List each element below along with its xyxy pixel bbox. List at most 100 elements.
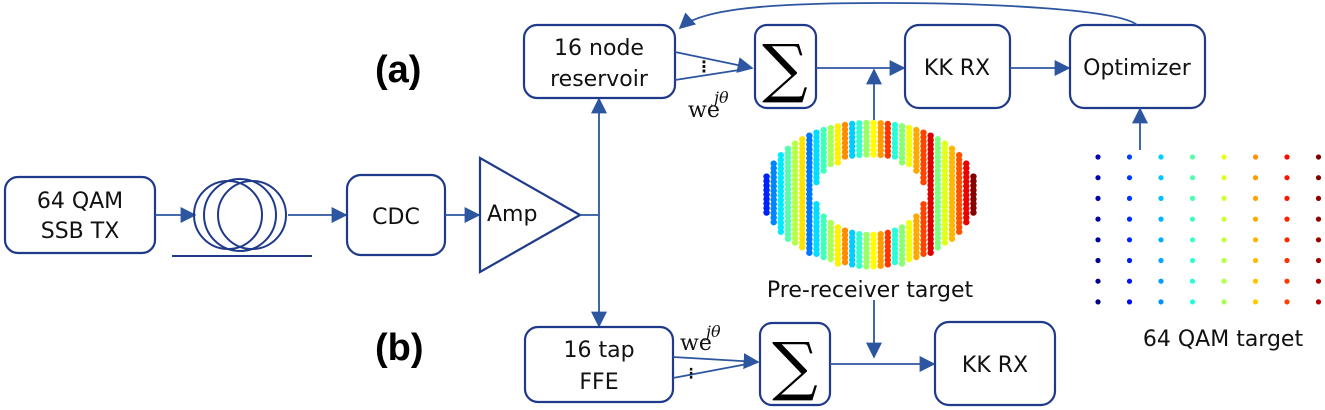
ring-point: [948, 150, 956, 157]
ring-point: [920, 214, 927, 221]
ring-point: [913, 149, 920, 156]
ring-point: [799, 172, 806, 179]
ring-point: [920, 219, 927, 226]
ring-point: [820, 253, 827, 261]
ring-point: [891, 135, 899, 142]
ring-point: [934, 172, 941, 179]
ring-point: [856, 235, 863, 242]
ring-point: [898, 141, 906, 148]
ring-point: [791, 140, 799, 147]
ring-point: [898, 228, 906, 236]
ring-point: [913, 213, 920, 220]
ring-point: [948, 186, 956, 193]
ring-point: [784, 235, 792, 242]
ring-point: [806, 249, 813, 256]
ring-point: [806, 159, 813, 166]
ring-point: [863, 128, 870, 136]
ring-point: [820, 140, 827, 147]
ring-point: [856, 253, 863, 260]
ring-point: [863, 124, 870, 131]
ring-point: [884, 252, 892, 259]
ring-point: [934, 230, 941, 237]
svg-text:jθ: jθ: [711, 88, 729, 107]
ring-point: [813, 205, 820, 212]
ring-point: [906, 224, 913, 231]
ring-point: [848, 247, 856, 255]
ring-point: [913, 249, 920, 256]
ring-point: [856, 262, 863, 269]
qam-point: [1252, 195, 1259, 201]
ring-point: [784, 163, 792, 170]
qam-point: [1315, 175, 1322, 181]
ring-point: [813, 214, 820, 221]
ring-point: [834, 246, 842, 254]
ring-point: [799, 194, 806, 201]
ring-point: [763, 177, 770, 185]
ring-point: [963, 205, 970, 212]
ring-point: [791, 180, 799, 188]
ring-point: [920, 201, 927, 208]
ring-point: [948, 208, 956, 215]
ring-point: [934, 199, 941, 206]
ring-point: [863, 263, 870, 270]
ring-point: [941, 189, 949, 197]
qam-point: [1284, 216, 1290, 222]
ring-point: [934, 203, 941, 210]
ring-point: [906, 237, 913, 245]
ring-point: [898, 255, 906, 263]
ring-point: [848, 234, 856, 241]
ring-point: [799, 181, 806, 188]
ring-point: [913, 140, 920, 147]
ring-point: [898, 237, 906, 245]
kk-receiver-block-a: KK RX: [903, 23, 1012, 110]
ring-point: [784, 145, 792, 152]
ring-point: [927, 235, 934, 243]
ring-point: [820, 126, 827, 134]
ring-point: [841, 227, 849, 234]
qam-point: [1095, 237, 1101, 243]
ring-point: [827, 138, 834, 145]
ring-point: [770, 173, 777, 181]
ring-point: [827, 124, 834, 132]
ring-point: [799, 212, 806, 219]
ring-point: [820, 235, 827, 243]
ring-point: [913, 135, 920, 143]
ring-point: [834, 233, 842, 240]
ring-point: [970, 191, 977, 198]
ring-point: [784, 172, 792, 179]
ring-point: [848, 261, 856, 268]
kk-receiver-block-b: KK RX: [933, 320, 1057, 407]
ring-point: [777, 197, 785, 204]
qam-point: [1158, 154, 1164, 160]
ring-point: [784, 190, 792, 197]
svg-text:we: we: [688, 98, 720, 123]
ring-point: [898, 251, 906, 258]
ring-point: [799, 163, 806, 170]
ring-point: [934, 190, 941, 197]
ring-point: [863, 240, 870, 248]
ring-point: [777, 152, 785, 159]
ring-point: [877, 124, 884, 132]
ring-point: [877, 151, 884, 159]
ring-point: [941, 239, 949, 246]
ring-point: [941, 149, 949, 156]
ring-point: [906, 219, 913, 227]
ring-point: [827, 246, 834, 254]
ring-point: [820, 213, 827, 220]
ring-point: [834, 141, 842, 148]
qam-point: [1126, 278, 1133, 284]
qam-point: [1284, 154, 1290, 160]
ring-point: [834, 159, 842, 166]
qam-point: [1189, 154, 1196, 160]
ring-point: [777, 215, 785, 222]
ring-point: [877, 138, 884, 145]
ring-point: [770, 209, 777, 217]
ring-point: [848, 243, 856, 250]
ring-point: [898, 260, 906, 267]
ring-point: [963, 196, 970, 203]
ring-point: [920, 228, 927, 235]
ring-point: [877, 120, 884, 127]
ring-point: [834, 251, 842, 258]
ring-point: [784, 199, 792, 206]
